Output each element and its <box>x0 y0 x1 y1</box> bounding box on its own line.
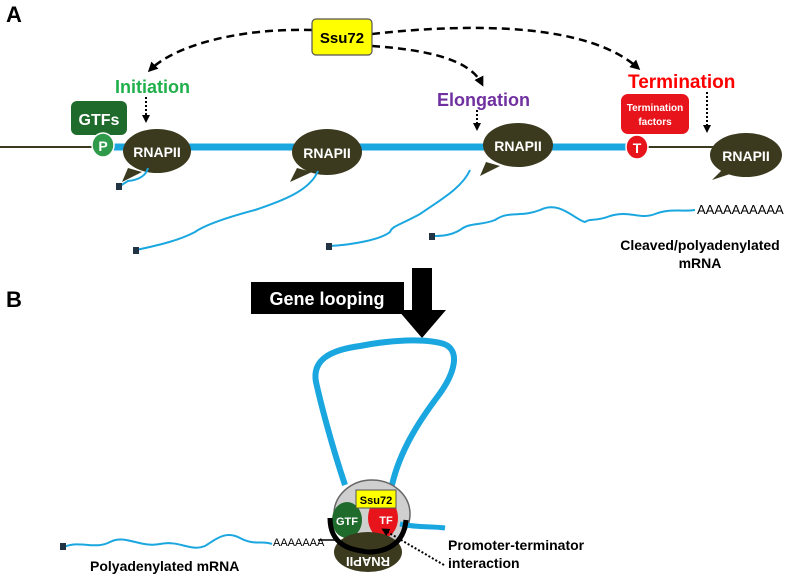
cleaved-mrna-line2: mRNA <box>679 255 722 271</box>
polya-tail-b: AAAAAAA <box>273 537 325 549</box>
initiation-label: Initiation <box>115 77 190 97</box>
ssu72-to-elongation-arrow <box>371 44 484 87</box>
termination-label: Termination <box>628 72 735 93</box>
svg-text:RNAPII: RNAPII <box>303 145 350 161</box>
terminator-circle <box>625 134 649 160</box>
rnapii-termination: RNAPII <box>710 133 782 180</box>
interaction-pointer <box>381 528 445 566</box>
ssu72-small-label: Ssu72 <box>360 495 392 507</box>
transcript-2 <box>135 170 319 251</box>
termination-factors-line2: factors <box>638 117 672 128</box>
rnapii-early-elongation: RNAPII <box>290 129 362 182</box>
ssu72-to-termination-arrow <box>371 26 641 70</box>
ssu72-box <box>311 18 373 56</box>
gene-loop <box>312 337 457 486</box>
panel-b-letter: B <box>6 287 22 312</box>
gtf-label: GTF <box>336 516 358 528</box>
transcript-4-cleaved <box>431 206 696 237</box>
ssu72-to-initiation-arrow <box>147 28 313 73</box>
cap-4 <box>429 233 435 240</box>
cap-1 <box>116 183 122 190</box>
panel-a-letter: A <box>6 2 22 27</box>
transcript-3 <box>329 169 471 247</box>
transcript-1 <box>119 167 149 187</box>
black-arc <box>327 517 409 555</box>
gtfs-box <box>71 101 127 135</box>
gene-looping-box <box>251 282 404 314</box>
cap-2 <box>133 247 139 254</box>
cap-b <box>60 543 66 550</box>
promoter-label: P <box>98 138 107 154</box>
polyadenylated-mrna-label: Polyadenylated mRNA <box>90 558 239 574</box>
svg-text:RNAPII: RNAPII <box>133 144 180 160</box>
promoter-circle <box>91 132 115 158</box>
svg-text:RNAPII: RNAPII <box>494 138 541 154</box>
cap-3 <box>326 243 332 250</box>
gtf-blob <box>332 502 362 538</box>
tf-label: TF <box>379 515 393 527</box>
polyadenylated-mrna <box>63 534 273 549</box>
rnapii-initiation: RNAPII <box>122 129 191 182</box>
gtfs-label: GTFs <box>79 112 120 129</box>
cleaved-mrna-line1: Cleaved/polyadenylated <box>620 237 780 253</box>
polya-tail-a: AAAAAAAAAA <box>697 202 784 217</box>
ssu72-label: Ssu72 <box>320 30 364 47</box>
elongation-label: Elongation <box>437 90 530 110</box>
nascent-transcripts <box>119 167 696 251</box>
terminator-label: T <box>633 140 642 156</box>
rnapii-elongation: RNAPII <box>480 123 553 176</box>
gene-looping-label: Gene looping <box>270 289 385 309</box>
termination-factors-box <box>621 94 689 134</box>
svg-text:RNAPII: RNAPII <box>722 148 769 164</box>
ssu72-small-box <box>355 489 397 509</box>
interaction-line1: Promoter-terminator <box>448 537 585 553</box>
svg-text:RNAPII: RNAPII <box>346 554 390 569</box>
looping-arrow <box>398 268 446 338</box>
termination-factors-line1: Termination <box>627 103 683 114</box>
interaction-line2: interaction <box>448 555 520 571</box>
